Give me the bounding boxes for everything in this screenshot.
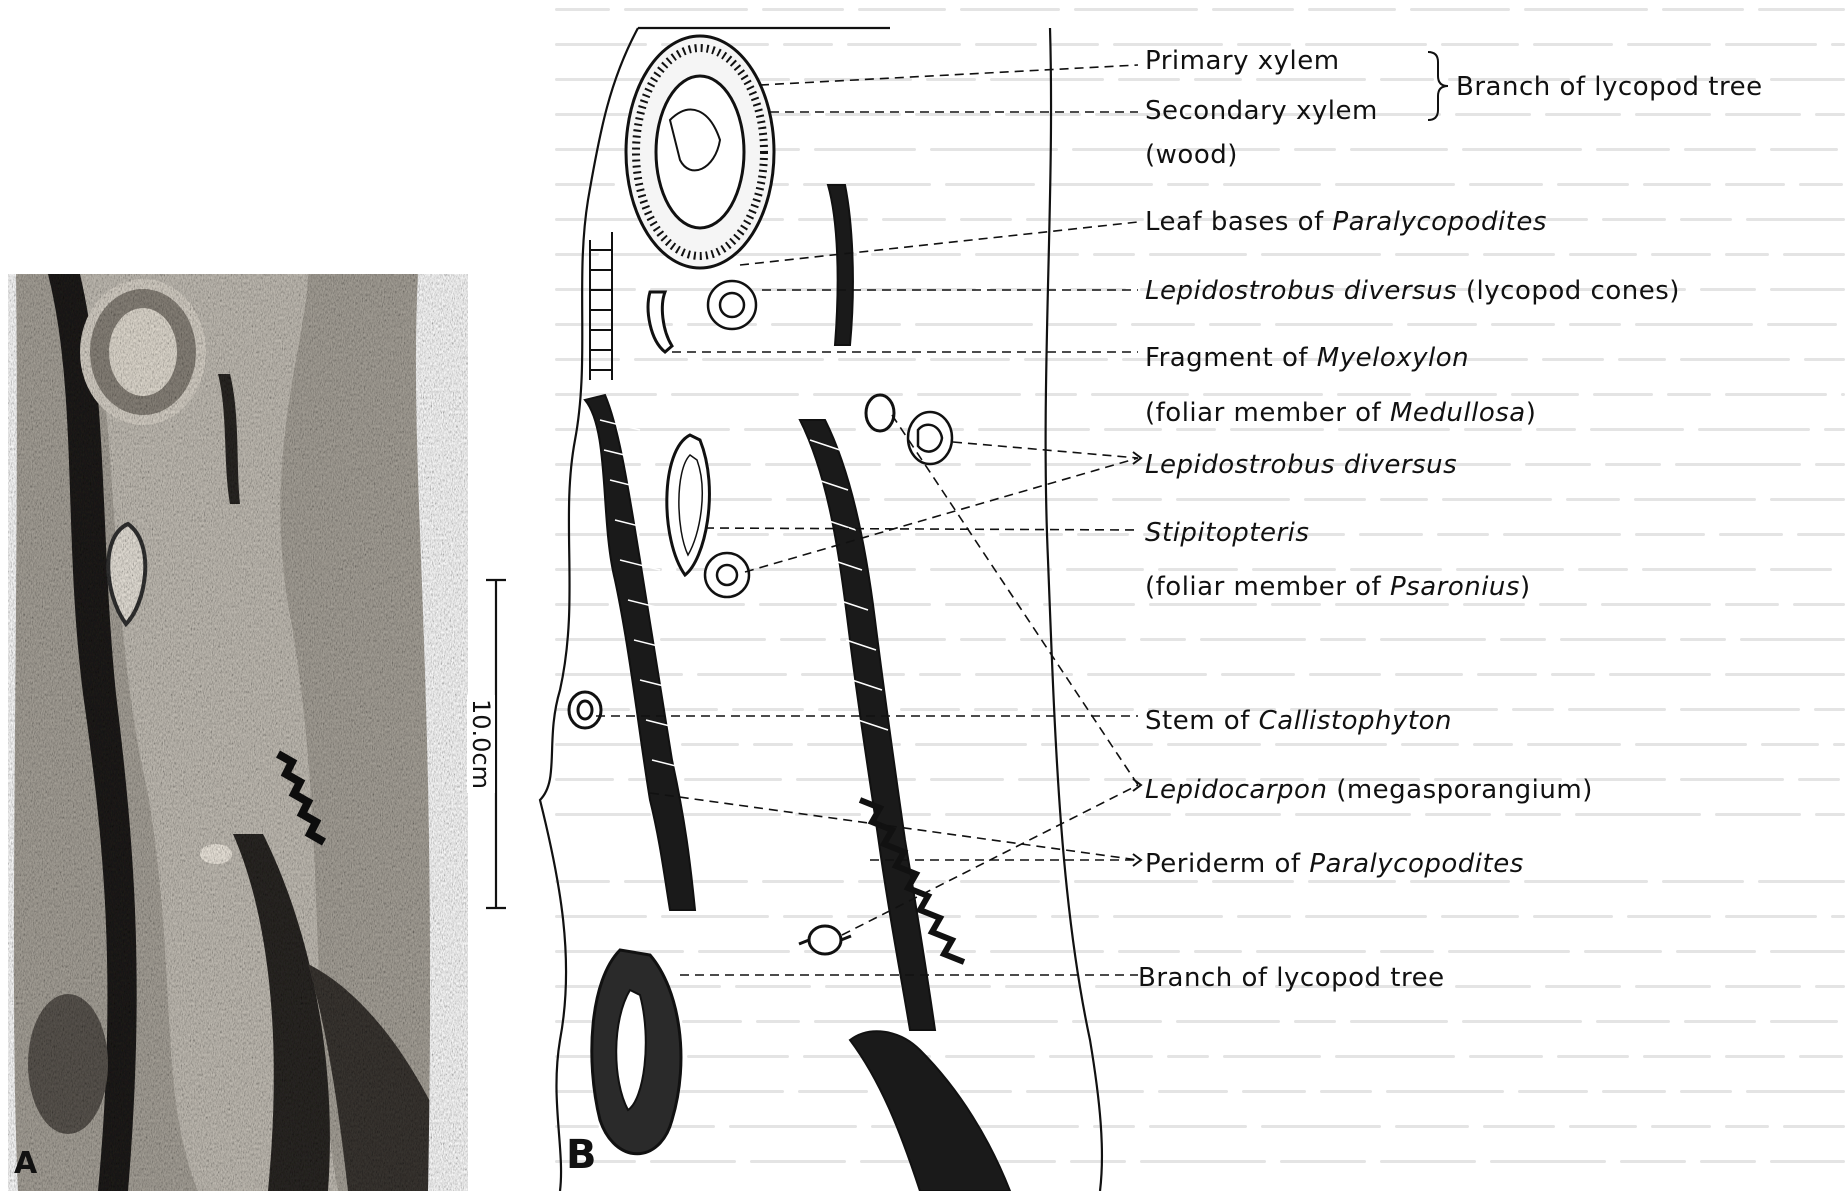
label-callistophyton-taxon: Callistophyton: [1259, 706, 1452, 736]
label-leaf-bases-taxon: Paralycopodites: [1333, 207, 1547, 237]
label-myeloxylon: Fragment of Myeloxylon: [1145, 343, 1469, 373]
label-psaronius-taxon: Psaronius: [1390, 572, 1520, 602]
leaf-bases-strip: [590, 232, 612, 380]
label-lepidostrobus-cones: Lepidostrobus diversus (lycopod cones): [1145, 276, 1680, 306]
bottom-right-mass: [850, 1031, 1010, 1191]
label-stipitopteris: Stipitopteris: [1145, 518, 1309, 548]
label-medullosa-suffix: ): [1526, 398, 1537, 428]
label-medullosa-prefix: (foliar member of: [1145, 398, 1390, 428]
label-periderm-prefix: Periderm of: [1145, 849, 1309, 879]
label-branch-bottom: Branch of lycopod tree: [1138, 963, 1445, 993]
label-lepidostrobus-diversus: Lepidostrobus diversus: [1145, 450, 1457, 480]
myeloxylon-fragment-small: [648, 292, 672, 352]
label-periderm-taxon: Paralycopodites: [1309, 849, 1523, 879]
lycopod-branch-bottom: [592, 950, 681, 1154]
label-secondary-xylem: Secondary xylem: [1145, 96, 1378, 126]
label-lepidocarpon: Lepidocarpon (megasporangium): [1145, 775, 1593, 805]
label-lepidocarpon-suffix: (megasporangium): [1327, 775, 1592, 805]
label-callistophyton-prefix: Stem of: [1145, 706, 1259, 736]
lycopod-branch-top: [626, 36, 774, 268]
lepidostrobus-cone-middle: [705, 553, 749, 597]
label-leaf-bases-prefix: Leaf bases of: [1145, 207, 1333, 237]
myeloxylon-fragment-strip: [828, 185, 853, 345]
callistophyton-stem: [569, 692, 601, 728]
label-medullosa-taxon: Medullosa: [1390, 398, 1526, 428]
label-psaronius-suffix: ): [1520, 572, 1531, 602]
label-periderm: Periderm of Paralycopodites: [1145, 849, 1524, 879]
label-lepidocarpon-taxon: Lepidocarpon: [1145, 775, 1327, 805]
label-lepidostrobus-cones-suffix: (lycopod cones): [1457, 276, 1680, 306]
specimen-right-outline: [1046, 28, 1102, 1191]
label-branch-group: Branch of lycopod tree: [1456, 72, 1763, 102]
label-myeloxylon-prefix: Fragment of: [1145, 343, 1317, 373]
panel-label-b: B: [566, 1132, 597, 1178]
label-leaf-bases: Leaf bases of Paralycopodites: [1145, 207, 1547, 237]
lepidostrobus-cone-upper: [708, 281, 756, 329]
label-primary-xylem: Primary xylem: [1145, 46, 1340, 76]
label-brace: [1428, 52, 1448, 120]
label-medullosa: (foliar member of Medullosa): [1145, 398, 1536, 428]
label-wood: (wood): [1145, 140, 1238, 170]
lepidostrobus-cone-right: [908, 412, 952, 464]
label-lepidostrobus-cones-taxon: Lepidostrobus diversus: [1145, 276, 1457, 306]
label-myeloxylon-taxon: Myeloxylon: [1317, 343, 1469, 373]
scale-bar-label: 10.0cm: [467, 695, 495, 793]
label-callistophyton: Stem of Callistophyton: [1145, 706, 1452, 736]
label-psaronius-prefix: (foliar member of: [1145, 572, 1390, 602]
label-psaronius: (foliar member of Psaronius): [1145, 572, 1531, 602]
